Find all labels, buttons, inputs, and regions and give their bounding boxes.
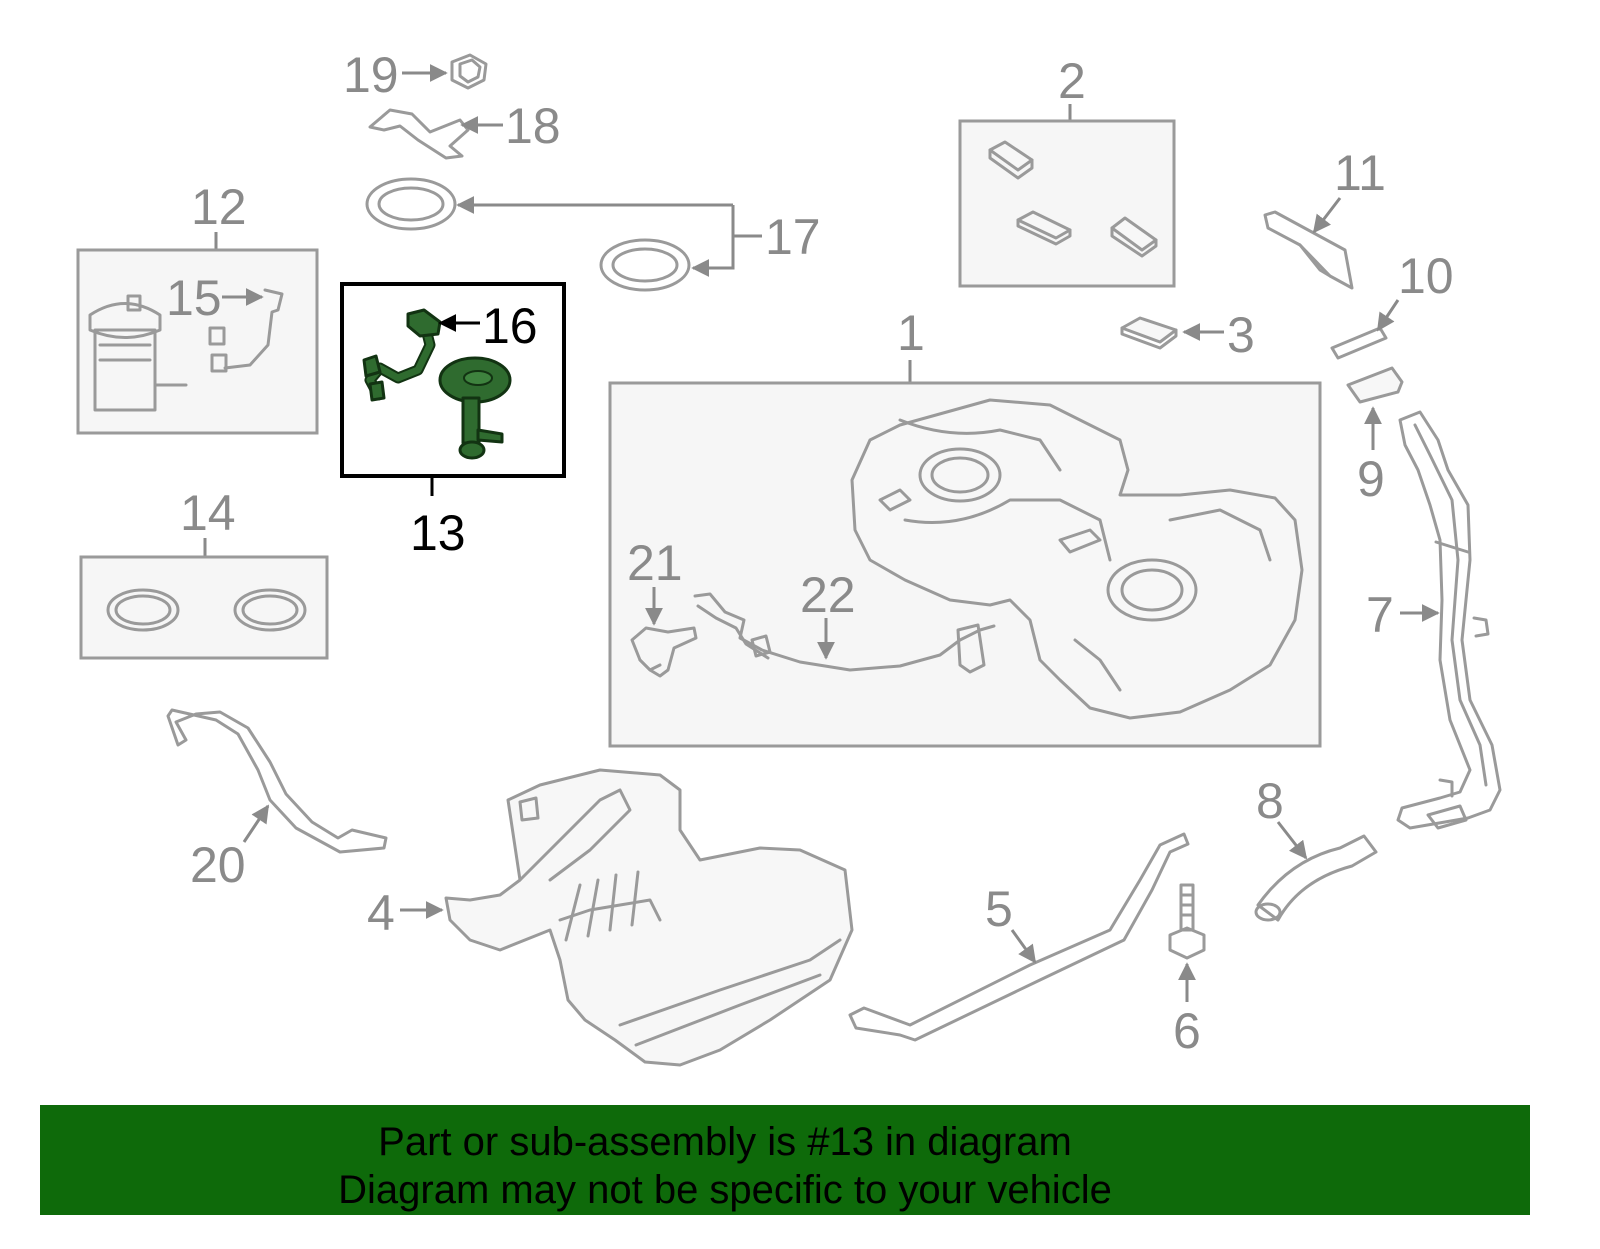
callout-3: 3	[1227, 307, 1255, 363]
banner-line-part-reference: Part or sub-assembly is #13 in diagram	[378, 1120, 1072, 1164]
part-3-pad: 3	[1120, 307, 1255, 363]
callout-14: 14	[180, 485, 236, 541]
callout-13: 13	[410, 505, 466, 561]
part-2-pad-kit: 2	[958, 53, 1176, 288]
banner-line-disclaimer: Diagram may not be specific to your vehi…	[338, 1168, 1112, 1212]
part-8-hose: 8	[1254, 773, 1378, 922]
part-7-filler-pipe: 7	[1366, 410, 1502, 830]
callout-18: 18	[505, 98, 561, 154]
part-14-gasket-kit: 14	[79, 485, 329, 660]
part-1-fuel-tank: 1 21 22	[608, 305, 1322, 748]
part-10-seal: 10	[1330, 248, 1454, 360]
callout-1: 1	[897, 305, 925, 361]
part-11-filler-housing: 11	[1263, 145, 1386, 290]
info-banner: Part or sub-assembly is #13 in diagram D…	[40, 1105, 1530, 1215]
callout-4: 4	[367, 885, 395, 941]
part-6-bolt: 6	[1168, 883, 1206, 1059]
callout-15: 15	[166, 270, 222, 326]
part-18-bracket: 18	[368, 98, 561, 160]
callout-5: 5	[985, 881, 1013, 937]
part-4-heat-shield: 4	[367, 768, 854, 1067]
part-20-vapor-line: 20	[166, 708, 388, 893]
callout-19: 19	[343, 47, 399, 103]
callout-6: 6	[1173, 1003, 1201, 1059]
callout-21: 21	[627, 535, 683, 591]
callout-9: 9	[1357, 451, 1385, 507]
part-17-lock-rings: 17	[365, 177, 821, 292]
part-19-nut: 19	[343, 47, 488, 103]
callout-12: 12	[191, 179, 247, 235]
callout-2: 2	[1058, 53, 1086, 109]
callout-11: 11	[1334, 145, 1386, 201]
callout-22: 22	[800, 567, 856, 623]
part-9-shield: 9	[1346, 366, 1404, 507]
part-5-strap: 5	[848, 832, 1190, 1042]
callout-16: 16	[482, 298, 538, 354]
callout-8: 8	[1256, 773, 1284, 829]
part-13-highlighted-assembly: 16 13	[340, 282, 566, 561]
callout-10: 10	[1398, 248, 1454, 304]
callout-7: 7	[1366, 587, 1394, 643]
part-12-fuel-pump-assembly: 12 15	[76, 179, 319, 435]
callout-17: 17	[765, 209, 821, 265]
callout-20: 20	[190, 837, 246, 893]
